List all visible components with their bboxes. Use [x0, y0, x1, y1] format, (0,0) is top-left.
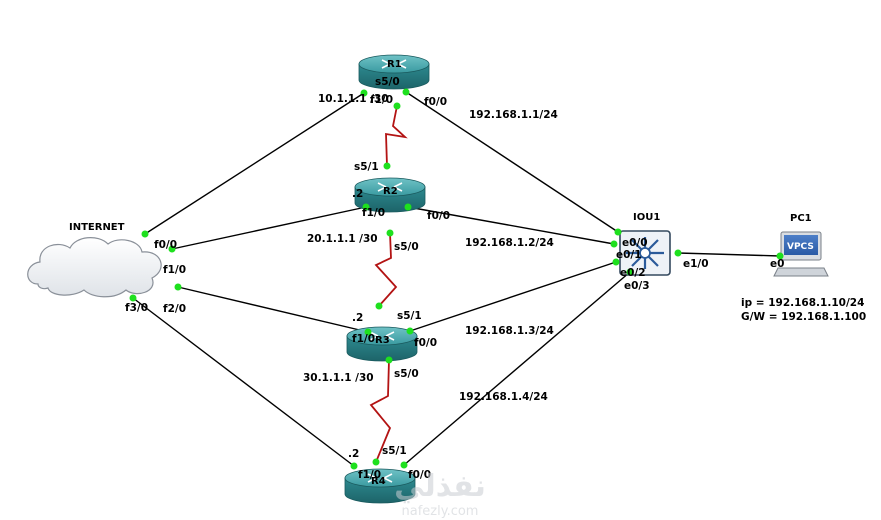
r1-f00-label: f0/0 [424, 96, 447, 108]
router-r2[interactable]: R2 [354, 177, 426, 213]
r2-s50-label: s5/0 [394, 241, 419, 253]
router-r1-label: R1 [387, 59, 402, 70]
link-r2-iou1 [407, 206, 615, 245]
vpcs-screen-text: VPCS [787, 242, 814, 252]
r2-s51-label: s5/1 [354, 161, 379, 173]
r3-f10-label: f1/0 [352, 333, 375, 345]
link-internet-r2 [171, 206, 367, 250]
pc1-label: PC1 [790, 213, 812, 224]
link-iou1-pc1 [677, 252, 781, 257]
r3-dot-label: .2 [352, 312, 363, 324]
r4-dot-label: .2 [348, 448, 359, 460]
link-r1-iou1 [405, 91, 619, 233]
r2-lan-label: 192.168.1.2/24 [465, 237, 554, 249]
link-internet-r3 [177, 286, 369, 333]
pc1[interactable]: VPCS PC1 [773, 213, 829, 277]
serial-links [369, 105, 408, 463]
serial-r2-r3 [374, 232, 398, 307]
r1-f10-label: f1/0 [370, 94, 393, 106]
inet-f10-label: f1/0 [163, 264, 186, 276]
r4-s51-label: s5/1 [382, 445, 407, 457]
link-r4-iou1 [403, 271, 631, 466]
lan-labels: 192.168.1.1/24 192.168.1.2/24 192.168.1.… [459, 109, 558, 403]
port-dots [129, 88, 784, 470]
router-r3[interactable]: R3 [346, 326, 418, 362]
iou-e00-label: e0/0 [622, 237, 648, 249]
iou-e10-label: e1/0 [683, 258, 709, 270]
cloud-icon [27, 237, 162, 298]
link-r3-iou1 [409, 261, 617, 332]
net-20-label: 20.1.1.1 /30 [307, 233, 378, 245]
pc-gw-text: G/W = 192.168.1.100 [741, 311, 866, 323]
r3-s50-label: s5/0 [394, 368, 419, 380]
r3-f00-label: f0/0 [414, 337, 437, 349]
internet-label: INTERNET [69, 222, 125, 233]
net-30-label: 30.1.1.1 /30 [303, 372, 374, 384]
link-internet-r4 [132, 297, 355, 467]
r4-f10-label: f1/0 [358, 469, 381, 481]
interface-labels: s5/0 10.1.1.1 /30 f1/0 f0/0 s5/1 .2 f1/0… [125, 76, 784, 481]
watermark-domain: nafezly.com [402, 504, 479, 519]
r3-lan-label: 192.168.1.3/24 [465, 325, 554, 337]
pc-e0-label: e0 [770, 258, 784, 270]
r2-dot-label: .2 [352, 188, 363, 200]
watermark-arabic: نفذلي [394, 469, 486, 504]
pc-info: ip = 192.168.1.10/24 G/W = 192.168.1.100 [741, 297, 866, 323]
router-r2-label: R2 [383, 186, 398, 197]
pc-ip-text: ip = 192.168.1.10/24 [741, 297, 864, 309]
inet-f20-label: f2/0 [163, 303, 186, 315]
iou-e03-label: e0/3 [624, 280, 650, 292]
router-r3-label: R3 [375, 335, 390, 346]
watermark: نفذلي nafezly.com [394, 469, 486, 519]
r2-f10-label: f1/0 [362, 207, 385, 219]
r4-lan-label: 192.168.1.4/24 [459, 391, 548, 403]
iou-e02-label: e0/2 [620, 267, 646, 279]
r2-f00-label: f0/0 [427, 210, 450, 222]
link-internet-r1 [144, 92, 365, 235]
iou-e01-label: e0/1 [616, 249, 642, 261]
r4-f00-label: f0/0 [408, 469, 431, 481]
r1-net-label: 10.1.1.1 /30 [318, 93, 389, 105]
r1-s50-label: s5/0 [375, 76, 400, 88]
internet-cloud[interactable]: INTERNET [27, 222, 162, 298]
ethernet-links [132, 91, 781, 467]
router-r1[interactable]: R1 [358, 54, 430, 90]
switch-iou1[interactable]: IOU1 [619, 212, 671, 276]
r1-lan-label: 192.168.1.1/24 [469, 109, 558, 121]
inet-f00-label: f0/0 [154, 239, 177, 251]
router-r4-label: R4 [371, 476, 386, 487]
r3-s51-label: s5/1 [397, 310, 422, 322]
serial-r3-r4 [369, 359, 392, 463]
switch-iou1-label: IOU1 [633, 212, 660, 223]
router-r4[interactable]: R4 [344, 468, 416, 504]
inet-f30-label: f3/0 [125, 302, 148, 314]
serial-r1-r2 [385, 105, 408, 167]
